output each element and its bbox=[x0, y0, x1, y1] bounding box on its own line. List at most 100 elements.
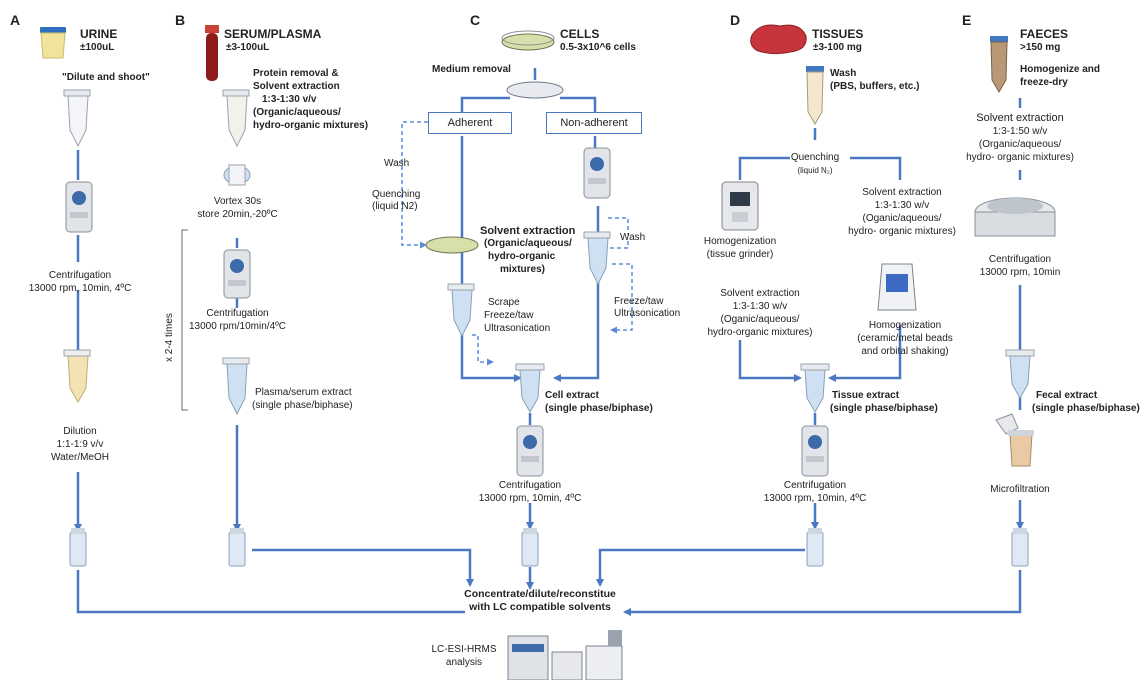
step-label: Centrifugation bbox=[783, 480, 847, 491]
petri-dish-icon bbox=[425, 236, 479, 254]
step-label: Wash bbox=[830, 68, 857, 79]
panel-title: TISSUES bbox=[812, 27, 864, 41]
step-label: Centrifugation bbox=[498, 480, 562, 491]
step-label: Solvent extraction bbox=[253, 81, 340, 92]
step-params: (Oganic/aqueous/ bbox=[720, 314, 800, 325]
panel-letter: E bbox=[962, 12, 972, 28]
extract-tube-icon bbox=[515, 363, 545, 414]
extract-tube-icon bbox=[800, 363, 830, 414]
centrifuge-icon bbox=[516, 425, 544, 477]
microtube-icon bbox=[63, 89, 91, 148]
syringe-filter-icon bbox=[995, 413, 1034, 467]
extract-label: (single phase/biphase) bbox=[830, 403, 938, 414]
extract-label: Fecal extract bbox=[1036, 390, 1098, 401]
extract-tube-icon bbox=[222, 357, 250, 416]
lc-ms-instrument-icon bbox=[507, 630, 623, 680]
step-params: 13000 rpm, 10min bbox=[979, 267, 1061, 278]
centrifuge-icon bbox=[583, 147, 611, 199]
step-label: freeze-dry bbox=[1020, 77, 1068, 88]
step-params: 13000 rpm/10min/4ºC bbox=[188, 321, 287, 332]
final-step-label: Concentrate/dilute/reconstitue bbox=[464, 588, 616, 600]
step-params: store 20min,-20ºC bbox=[197, 209, 278, 220]
vial-icon bbox=[69, 528, 87, 567]
analysis-label: LC-ESI-HRMS bbox=[431, 644, 497, 655]
falcon-tube-icon bbox=[990, 36, 1008, 93]
step-label: Microfiltration bbox=[990, 484, 1050, 495]
sample-amount: 0.5-3x10^6 cells bbox=[560, 42, 636, 53]
step-params: hydro-organic mixtures) bbox=[253, 120, 369, 131]
step-label: Scrape bbox=[488, 297, 520, 308]
step-params: 13000 rpm, 10min, 4ºC bbox=[28, 283, 132, 294]
step-label: Protein removal & bbox=[253, 68, 339, 79]
non-adherent-box: Non-adherent bbox=[546, 112, 642, 134]
step-label: Dilution bbox=[63, 426, 97, 437]
urine-cup-icon bbox=[40, 27, 66, 59]
tissue-icon bbox=[750, 24, 807, 55]
step-params: (Organic/aqueous/ bbox=[253, 107, 341, 118]
extract-label: (single phase/biphase) bbox=[545, 403, 653, 414]
step-params: (Oganic/aqueous/ bbox=[862, 213, 942, 224]
step-params: 1:3-1:30 w/v bbox=[874, 200, 930, 211]
extract-label: Plasma/serum extract bbox=[255, 387, 352, 398]
adherent-box: Adherent bbox=[428, 112, 512, 134]
extract-tube-icon bbox=[447, 283, 475, 338]
step-label: Solvent extraction bbox=[976, 112, 1064, 124]
step-params: 13000 rpm, 10min, 4ºC bbox=[478, 493, 582, 504]
step-label: Solvent extraction bbox=[862, 187, 942, 198]
dilution-tube-icon bbox=[63, 349, 91, 404]
petri-dish-icon bbox=[506, 81, 564, 99]
extract-tube-icon bbox=[583, 231, 611, 286]
step-label: Medium removal bbox=[432, 64, 511, 75]
step-label: Solvent extraction bbox=[480, 225, 576, 237]
sample-amount: ±3-100uL bbox=[226, 42, 270, 53]
extract-label: (single phase/biphase) bbox=[1032, 403, 1140, 414]
petri-dish-icon bbox=[501, 30, 555, 51]
step-label: Quenching bbox=[372, 189, 421, 200]
vial-icon bbox=[521, 528, 539, 567]
sample-amount: >150 mg bbox=[1020, 42, 1061, 53]
step-params: 1:1-1:9 v/v bbox=[56, 439, 104, 450]
step-label: Quenching bbox=[790, 152, 840, 163]
step-label: Ultrasonication bbox=[614, 308, 681, 319]
panel-title: FAECES bbox=[1020, 27, 1069, 41]
microtube-icon bbox=[222, 89, 250, 148]
extract-label: Tissue extract bbox=[832, 390, 900, 401]
step-params: 1:3-1:30 w/v bbox=[732, 301, 788, 312]
analysis-label: analysis bbox=[445, 657, 483, 668]
falcon-tube-icon bbox=[806, 66, 824, 125]
step-params: (ceramic/metal beads bbox=[857, 333, 953, 344]
extract-label: (single phase/biphase) bbox=[252, 400, 353, 411]
step-params: 13000 rpm, 10min, 4ºC bbox=[763, 493, 867, 504]
final-step-label: with LC compatible solvents bbox=[469, 601, 611, 613]
vial-icon bbox=[806, 528, 824, 567]
panel-title: SERUM/PLASMA bbox=[224, 27, 322, 41]
panel-letter: A bbox=[10, 12, 21, 28]
step-params: 1:3-1:30 v/v bbox=[262, 94, 317, 105]
bead-homogenizer-icon bbox=[877, 263, 917, 311]
step-params: (tissue grinder) bbox=[706, 249, 774, 260]
benchtop-centrifuge-icon bbox=[974, 197, 1056, 237]
step-label: Wash bbox=[384, 158, 410, 169]
step-params: hydro- organic mixtures) bbox=[848, 226, 956, 237]
centrifuge-icon bbox=[801, 425, 829, 477]
tissue-grinder-icon bbox=[721, 181, 759, 231]
step-params: hydro- organic mixtures) bbox=[966, 152, 1074, 163]
vial-icon bbox=[1011, 528, 1029, 567]
step-label: Solvent extraction bbox=[720, 288, 800, 299]
step-label: "Dilute and shoot" bbox=[62, 72, 150, 83]
panel-letter: C bbox=[470, 12, 481, 28]
step-params: mixtures) bbox=[500, 264, 546, 275]
step-label: Homogenization bbox=[703, 236, 777, 247]
panel-letter: D bbox=[730, 12, 741, 28]
centrifuge-icon bbox=[223, 249, 251, 299]
vial-icon bbox=[228, 528, 246, 567]
serum-tube-icon bbox=[205, 25, 219, 81]
step-params: hydro-organic mixtures) bbox=[707, 327, 813, 338]
sample-amount: ±3-100 mg bbox=[813, 42, 862, 53]
step-label: Homogenize and bbox=[1020, 64, 1101, 75]
sample-amount: ±100uL bbox=[80, 42, 115, 53]
step-label: Wash bbox=[620, 232, 646, 243]
